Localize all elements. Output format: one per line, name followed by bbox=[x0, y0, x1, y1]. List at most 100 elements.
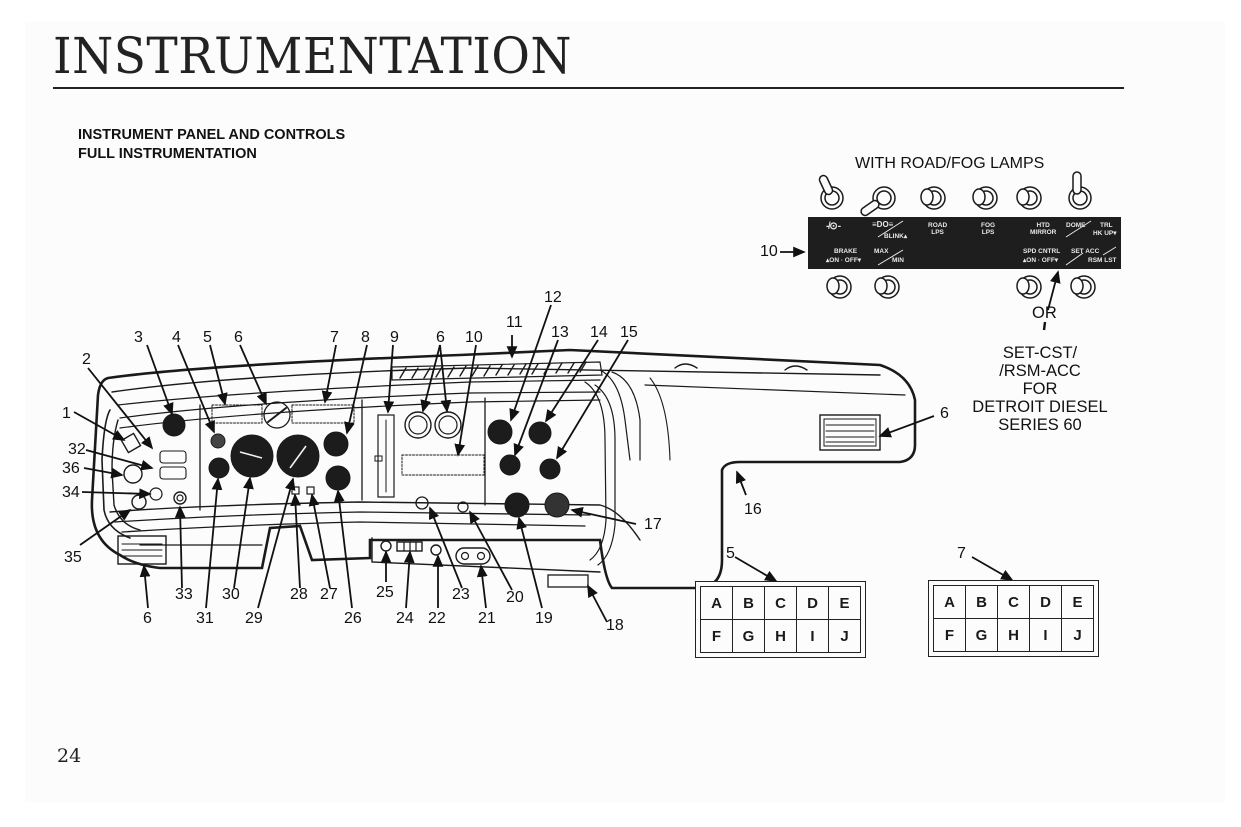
switch-panel-heading: WITH ROAD/FOG LAMPS bbox=[855, 155, 1045, 172]
grid-cell: G bbox=[732, 619, 765, 653]
section-subheading: FULL INSTRUMENTATION bbox=[78, 146, 257, 162]
alternate-line-5: SERIES 60 bbox=[998, 416, 1082, 434]
min-label: MIN bbox=[892, 257, 904, 264]
toggle-switch-1 bbox=[818, 174, 844, 210]
grid-cell: A bbox=[700, 586, 733, 620]
spd-cntrl-label: SPD CNTRL bbox=[1023, 248, 1061, 255]
road-lps-label: ROAD LPS bbox=[928, 222, 948, 236]
grid-cell: J bbox=[828, 619, 861, 653]
grid-cell: F bbox=[700, 619, 733, 653]
callout-18: 18 bbox=[606, 617, 624, 634]
grid-cell: B bbox=[965, 585, 998, 619]
callout-5: 5 bbox=[203, 329, 212, 346]
toggle-switch-7 bbox=[826, 275, 852, 299]
grid-cell: F bbox=[933, 618, 966, 652]
strip-dividers bbox=[877, 220, 1117, 266]
callout-35: 35 bbox=[64, 549, 82, 566]
toggle-switch-3 bbox=[920, 186, 946, 210]
alternate-line-4: DETROIT DIESEL bbox=[972, 398, 1108, 416]
dome-label: DOME bbox=[1066, 222, 1086, 229]
callout-15: 15 bbox=[620, 324, 638, 341]
callout-10-strip: 10 bbox=[760, 243, 778, 260]
callout-26: 26 bbox=[344, 610, 362, 627]
page-paper bbox=[25, 22, 1225, 802]
grid-cell: I bbox=[796, 619, 829, 653]
toggle-switch-4 bbox=[972, 186, 998, 210]
gauge-17 bbox=[544, 492, 570, 518]
indicator-grid-5: A B C D E F G H I J bbox=[695, 581, 866, 658]
callout-6: 6 bbox=[234, 329, 243, 346]
callout-14: 14 bbox=[590, 324, 608, 341]
toggle-switch-2 bbox=[860, 186, 896, 217]
grid-cell: H bbox=[997, 618, 1030, 652]
dome-light-icon: -̸⊙- bbox=[826, 221, 842, 232]
switch-label-strip: -̸⊙- ≡DO≡ BLINK▴ ROAD LPS FOG LPS HTD MI… bbox=[808, 217, 1121, 269]
grid-cell: D bbox=[1029, 585, 1062, 619]
callout-33: 33 bbox=[175, 586, 193, 603]
gauge-8 bbox=[323, 431, 349, 457]
callout-9: 9 bbox=[390, 329, 399, 346]
gauge-31 bbox=[208, 457, 230, 479]
or-label: OR bbox=[1032, 304, 1057, 322]
grid-cell: E bbox=[1061, 585, 1094, 619]
callout-4: 4 bbox=[172, 329, 181, 346]
callout-31: 31 bbox=[196, 610, 214, 627]
grid-cell: G bbox=[965, 618, 998, 652]
callout-16: 16 bbox=[744, 501, 762, 518]
callout-36: 36 bbox=[62, 460, 80, 477]
callout-7: 7 bbox=[330, 329, 339, 346]
indicator-grid-7: A B C D E F G H I J bbox=[928, 580, 1099, 657]
callout-8: 8 bbox=[361, 329, 370, 346]
alternate-note: SET-CST/ /RSM-ACC FOR DETROIT DIESEL SER… bbox=[970, 344, 1110, 434]
grid-cell: C bbox=[764, 586, 797, 620]
headlamp-icon: ≡DO≡ bbox=[872, 220, 894, 229]
fog-lps-label: FOG LPS bbox=[981, 222, 996, 236]
callout-21: 21 bbox=[478, 610, 496, 627]
brake-label: BRAKE bbox=[834, 248, 858, 255]
toggle-switch-8 bbox=[874, 275, 900, 299]
callout-29: 29 bbox=[245, 610, 263, 627]
gauge-19 bbox=[504, 492, 530, 518]
alternate-line-3: FOR bbox=[1022, 380, 1058, 398]
callout-1: 1 bbox=[62, 405, 71, 422]
grid-cell: B bbox=[732, 586, 765, 620]
callout-19: 19 bbox=[535, 610, 553, 627]
grid-cell: H bbox=[764, 619, 797, 653]
callout-6-bottom: 6 bbox=[143, 610, 152, 627]
callout-6-center: 6 bbox=[436, 329, 445, 346]
rsm-lst-label: RSM LST bbox=[1088, 257, 1117, 264]
gauge-26 bbox=[325, 465, 351, 491]
toggle-switch-9 bbox=[1016, 275, 1042, 299]
callout-17: 17 bbox=[644, 516, 662, 533]
gauge-12 bbox=[487, 419, 513, 445]
set-acc-label: SET ACC bbox=[1071, 248, 1100, 255]
callout-12: 12 bbox=[544, 289, 562, 306]
callout-32: 32 bbox=[68, 441, 86, 458]
trl-label: TRL bbox=[1100, 222, 1113, 229]
callout-34: 34 bbox=[62, 484, 80, 501]
alternate-line-1: SET-CST/ bbox=[1002, 344, 1078, 362]
title-rule bbox=[53, 87, 1124, 89]
grid-cell: I bbox=[1029, 618, 1062, 652]
grid-cell: J bbox=[1061, 618, 1094, 652]
toggle-switch-10 bbox=[1070, 275, 1096, 299]
callout-2: 2 bbox=[82, 351, 91, 368]
callout-3: 3 bbox=[134, 329, 143, 346]
page-number: 24 bbox=[57, 745, 82, 767]
grid-cell: A bbox=[933, 585, 966, 619]
callout-25: 25 bbox=[376, 584, 394, 601]
callout-28: 28 bbox=[290, 586, 308, 603]
brake-state-label: ▴ON · OFF▾ bbox=[826, 257, 862, 264]
callout-11: 11 bbox=[506, 314, 523, 331]
grid-callout-7: 7 bbox=[957, 545, 966, 562]
htd-mirror-label: HTD MIRROR bbox=[1030, 222, 1057, 236]
page-title: INSTRUMENTATION bbox=[53, 28, 573, 86]
callout-30: 30 bbox=[222, 586, 240, 603]
gauge-13 bbox=[499, 454, 521, 476]
grid-cell: E bbox=[828, 586, 861, 620]
gauge-15 bbox=[539, 458, 561, 480]
callout-27: 27 bbox=[320, 586, 338, 603]
callout-20: 20 bbox=[506, 589, 524, 606]
gauge-4 bbox=[210, 433, 226, 449]
